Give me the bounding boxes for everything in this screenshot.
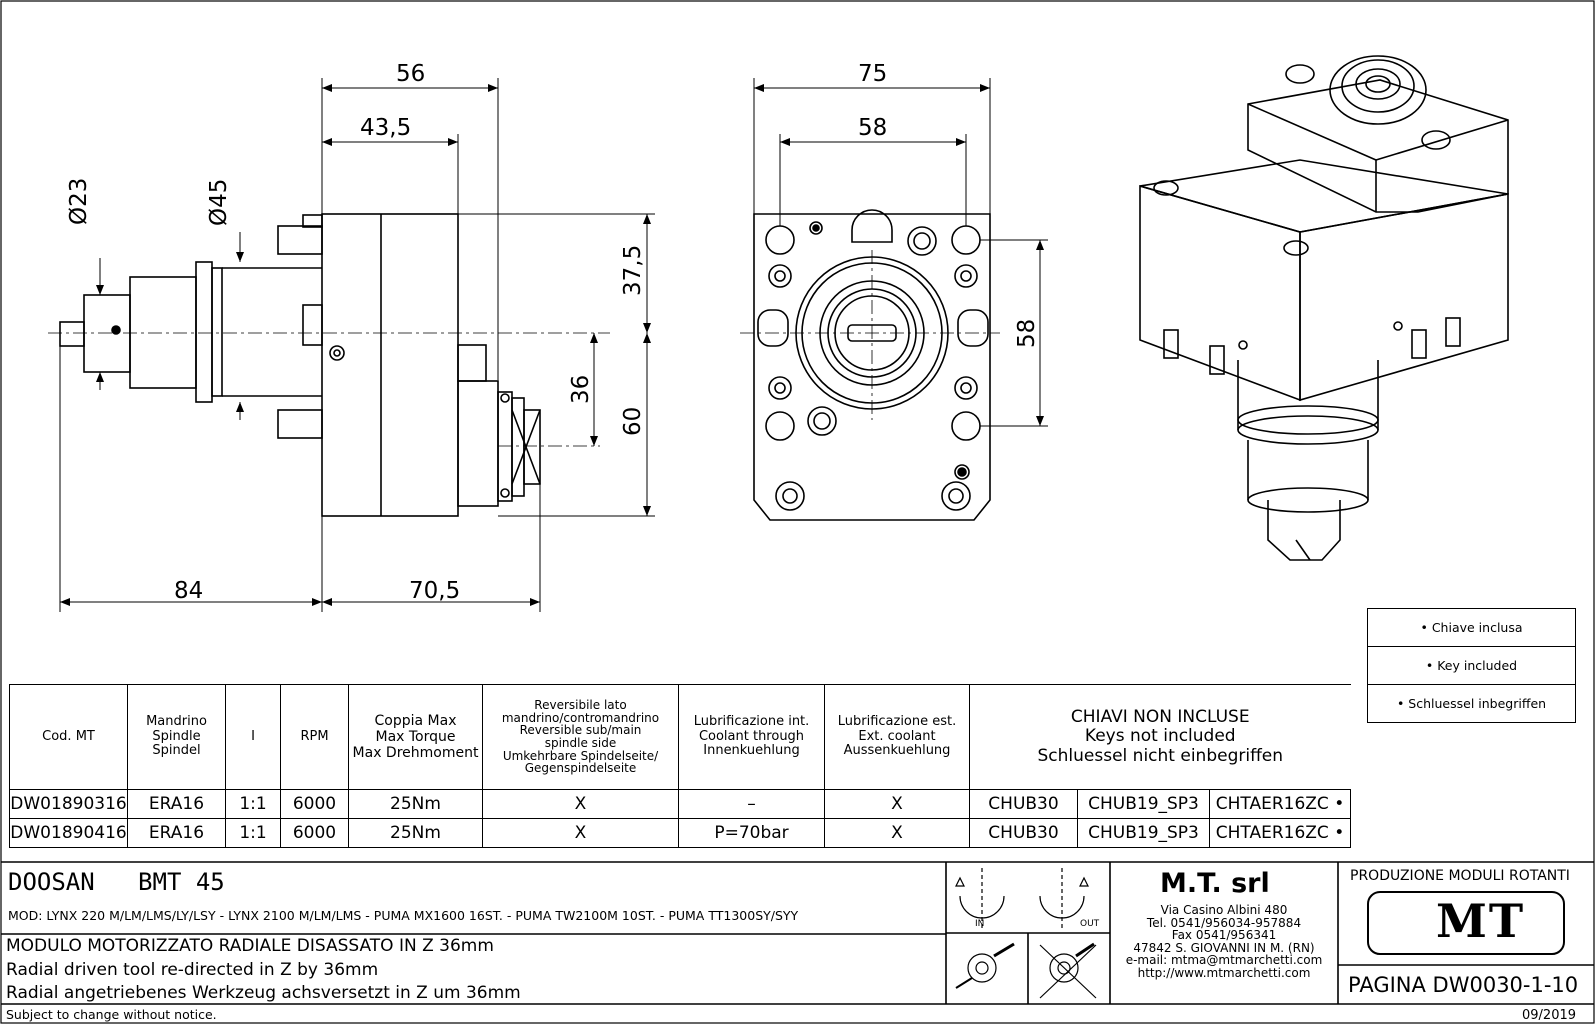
compatible-models: MOD: LYNX 220 M/LM/LMS/LY/LSY - LYNX 210…	[8, 908, 799, 923]
cell-key1: CHUB30	[969, 818, 1078, 848]
cell-rpm: 6000	[280, 818, 349, 848]
logo-frame	[1367, 891, 1565, 955]
header-code: Cod. MT	[9, 684, 128, 790]
cell-spindle: ERA16	[127, 818, 226, 848]
footer-date: 09/2019	[1522, 1008, 1577, 1023]
side-view	[48, 213, 610, 517]
front-view	[740, 209, 1000, 521]
company-name: M.T. srl	[1160, 868, 1270, 899]
legend-item: • Schluessel inbegriffen	[1396, 696, 1547, 711]
cell-spindle: ERA16	[127, 789, 226, 819]
dim-front-vertical-spacing: 58	[1014, 318, 1040, 348]
cell-code: DW01890416	[9, 818, 128, 848]
cell-reversible: X	[482, 789, 679, 819]
legend-item: • Key included	[1368, 647, 1575, 685]
description-german: Radial angetriebenes Werkzeug achsverset…	[6, 983, 521, 1003]
dim-spindle-diameter: Ø23	[66, 177, 92, 225]
cell-torque: 25Nm	[348, 818, 483, 848]
dim-right-length: 70,5	[409, 578, 461, 604]
dim-front-hole-spacing: 58	[858, 115, 888, 141]
cell-coolant-internal: P=70bar	[678, 818, 825, 848]
front-view-dimensions	[753, 78, 1048, 427]
dim-body-length: 43,5	[360, 115, 412, 141]
footer-notice: Subject to change without notice.	[6, 1007, 217, 1022]
key-included-mark: •	[1334, 794, 1345, 814]
cell-ratio: 1:1	[225, 818, 281, 848]
cell-coolant-internal: –	[678, 789, 825, 819]
cell-torque: 25Nm	[348, 789, 483, 819]
description-italian: MODULO MOTORIZZATO RADIALE DISASSATO IN …	[6, 936, 494, 956]
dim-lower-height: 60	[620, 406, 646, 436]
cell-key1: CHUB30	[969, 789, 1078, 819]
cell-key3: CHTAER16ZC •	[1208, 789, 1352, 819]
rotation-direction-symbols	[955, 868, 1097, 999]
cell-key2: CHUB19_SP3	[1077, 818, 1210, 848]
key-included-mark: •	[1334, 823, 1345, 843]
division-title: PRODUZIONE MODULI ROTANTI	[1350, 868, 1570, 884]
description-english: Radial driven tool re-directed in Z by 3…	[6, 960, 379, 980]
cell-code: DW01890316	[9, 789, 128, 819]
cell-key2: CHUB19_SP3	[1077, 789, 1210, 819]
cell-key3: CHTAER16ZC •	[1208, 818, 1352, 848]
cell-coolant-external: X	[824, 818, 970, 848]
key-legend: • Chiave inclusa • Key included • Schlue…	[1367, 608, 1576, 723]
cell-ratio: 1:1	[225, 789, 281, 819]
dim-flange-diameter: Ø45	[206, 178, 232, 226]
cell-reversible: X	[482, 818, 679, 848]
table-row: DW01890416 ERA16 1:1 6000 25Nm X P=70bar…	[9, 818, 1352, 848]
dim-upper-height: 37,5	[620, 244, 646, 296]
rotation-out-label: OUT	[1080, 919, 1100, 929]
mounting-holes	[765, 221, 981, 511]
dim-left-length: 84	[174, 578, 204, 604]
dim-total-length: 56	[396, 61, 426, 87]
page-number: PAGINA DW0030-1-10	[1348, 973, 1579, 997]
header-rpm: RPM	[280, 684, 349, 790]
title-block-frame	[1, 861, 1594, 1005]
header-ratio: I	[225, 684, 281, 790]
company-address: Via Casino Albini 480 Tel. 0541/956034-9…	[1125, 903, 1323, 980]
legend-item: • Chiave inclusa	[1368, 609, 1575, 647]
dim-front-width: 75	[858, 61, 888, 87]
machine-title: DOOSAN BMT 45	[8, 868, 225, 896]
table-row: DW01890316 ERA16 1:1 6000 25Nm X – X CHU…	[9, 789, 1352, 819]
isometric-view	[1139, 55, 1509, 561]
cell-rpm: 6000	[280, 789, 349, 819]
dim-offset: 36	[568, 374, 594, 404]
rotation-in-label: IN	[975, 919, 985, 929]
side-view-dimensions	[59, 78, 655, 612]
cell-coolant-external: X	[824, 789, 970, 819]
company-logo: MT	[1436, 894, 1526, 948]
